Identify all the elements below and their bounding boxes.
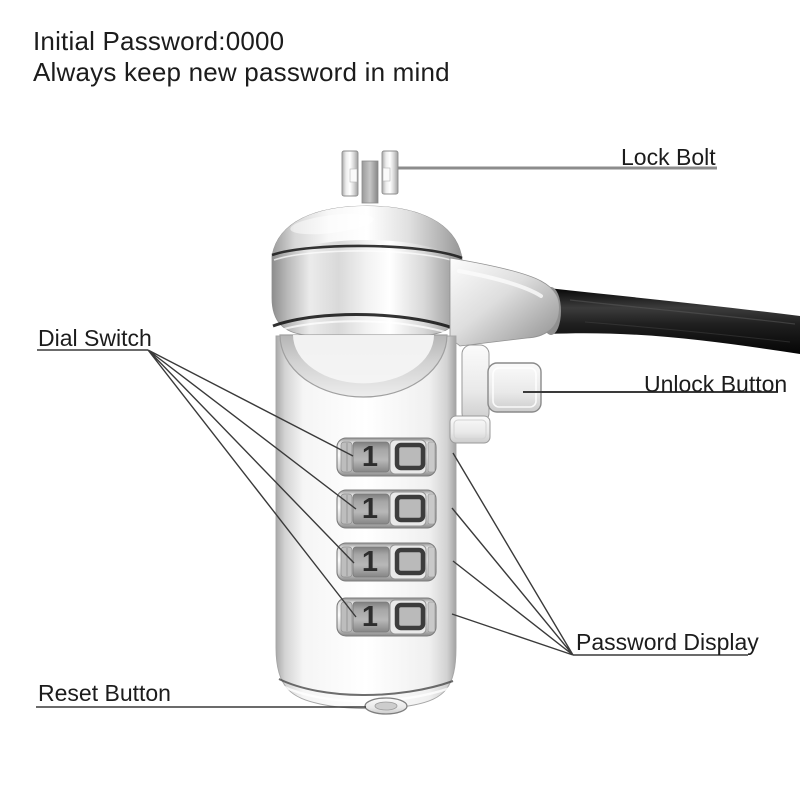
- label-unlock-button: Unlock Button: [644, 371, 788, 397]
- dial-wheel: [352, 601, 390, 633]
- security-cable: [548, 288, 800, 354]
- label-lock-bolt: Lock Bolt: [621, 144, 716, 170]
- password-display-pointers: [451, 452, 574, 656]
- label-password-display: Password Display: [576, 629, 759, 655]
- dial-switch-row-4: 1: [336, 597, 437, 637]
- lock-bolt: [341, 150, 399, 204]
- password-display-window: [394, 442, 426, 471]
- body-bottom-seam: [278, 678, 454, 696]
- dial-wheel: [352, 493, 390, 525]
- dial-switch-pointers: [147, 349, 357, 618]
- dial-wheel: [352, 441, 390, 473]
- unlock-button: [487, 362, 542, 413]
- head-seam-bottom: [272, 313, 462, 333]
- dial-digit: 1: [362, 493, 378, 525]
- head-seam-top: [271, 244, 463, 260]
- bolt-notch-left: [349, 168, 358, 183]
- note-initial-password: Initial Password:0000: [33, 26, 285, 56]
- lock-head: [271, 205, 463, 338]
- dial-switch-row-1: 1: [336, 437, 437, 477]
- callout-lines: [36, 166, 778, 708]
- unlock-assembly: [449, 344, 542, 444]
- dial-switch-row-3: 1: [336, 542, 437, 582]
- label-dial-switch: Dial Switch: [38, 325, 152, 351]
- lock-head-dome: [279, 334, 448, 398]
- password-display-window: [394, 494, 426, 523]
- cable-mount-arm: [449, 257, 561, 347]
- label-reset-button: Reset Button: [38, 680, 171, 706]
- dial-digit: 1: [362, 441, 378, 473]
- bolt-notch-right: [382, 167, 391, 182]
- reset-button: [364, 697, 408, 715]
- password-display-window: [394, 547, 426, 576]
- dial-digit: 1: [362, 601, 378, 633]
- dial-digit: 1: [362, 546, 378, 578]
- note-keep-password: Always keep new password in mind: [33, 57, 450, 87]
- password-display-window: [394, 602, 426, 631]
- dial-switch-row-2: 1: [336, 489, 437, 529]
